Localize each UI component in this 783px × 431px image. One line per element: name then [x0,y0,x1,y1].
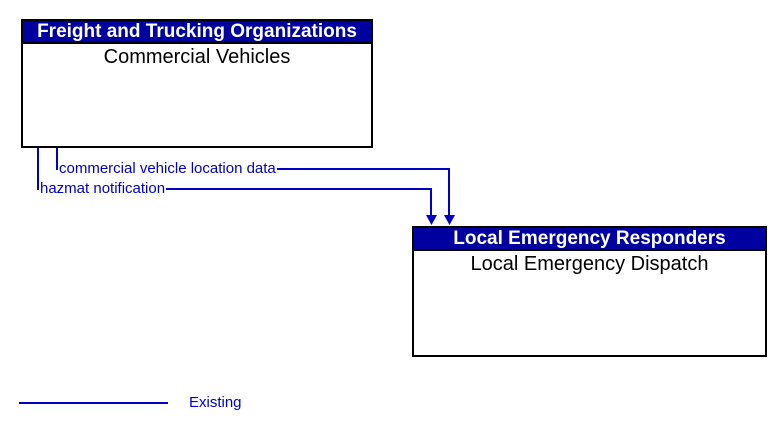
arrowhead-down-icon [444,215,455,225]
entity-name: Commercial Vehicles [103,46,291,68]
flow-label-commercial-vehicle-location-data: commercial vehicle location data [58,160,277,177]
flow-label-hazmat-notification: hazmat notification [39,180,167,197]
entity-box-commercial-vehicles: Freight and Trucking Organizations Comme… [21,19,373,148]
legend-existing-label: Existing [189,394,242,411]
arrowhead-down-icon [426,215,437,225]
entity-name: Local Emergency Dispatch [470,253,709,275]
entity-box-local-emergency-dispatch: Local Emergency Responders Local Emergen… [412,226,767,357]
entity-header: Freight and Trucking Organizations [23,21,371,44]
entity-header: Local Emergency Responders [414,228,765,251]
flow-line-hazmat-notification [37,148,432,216]
